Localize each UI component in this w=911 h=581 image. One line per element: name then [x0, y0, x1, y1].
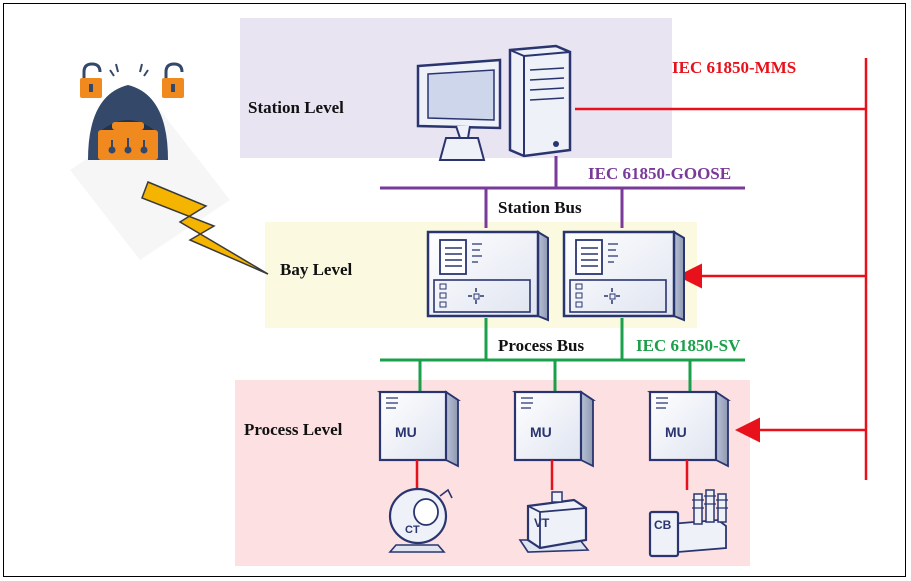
bay-relay-2	[562, 230, 685, 322]
sv-protocol-label: IEC 61850-SV	[636, 336, 741, 355]
process-level-label: Process Level	[244, 420, 343, 439]
circuit-breaker-icon	[648, 489, 728, 558]
bay-level-label: Bay Level	[280, 260, 353, 279]
station-bus-label: Station Bus	[498, 198, 582, 217]
diagram-frame	[3, 3, 906, 577]
station-level-label: Station Level	[248, 98, 344, 117]
mms-protocol-label: IEC 61850-MMS	[672, 58, 797, 77]
voltage-transformer-icon	[518, 491, 590, 553]
bay-relay-1	[426, 230, 549, 322]
cb-label: CB	[654, 518, 672, 532]
open-lock-icon	[80, 62, 102, 98]
mu-label: MU	[530, 424, 552, 440]
merging-unit-1	[377, 390, 461, 468]
mu-label: MU	[395, 424, 417, 440]
current-transformer-icon	[388, 487, 453, 553]
vt-label: VT	[534, 516, 550, 530]
open-lock-icon	[162, 62, 184, 98]
merging-unit-3	[647, 390, 731, 468]
station-computer-icon	[416, 44, 572, 161]
goose-protocol-label: IEC 61850-GOOSE	[588, 164, 732, 183]
mu-label: MU	[665, 424, 687, 440]
merging-unit-2	[512, 390, 596, 468]
process-bus-label: Process Bus	[498, 336, 585, 355]
ct-label: CT	[405, 524, 420, 536]
lightning-bolt-icon	[141, 181, 269, 275]
